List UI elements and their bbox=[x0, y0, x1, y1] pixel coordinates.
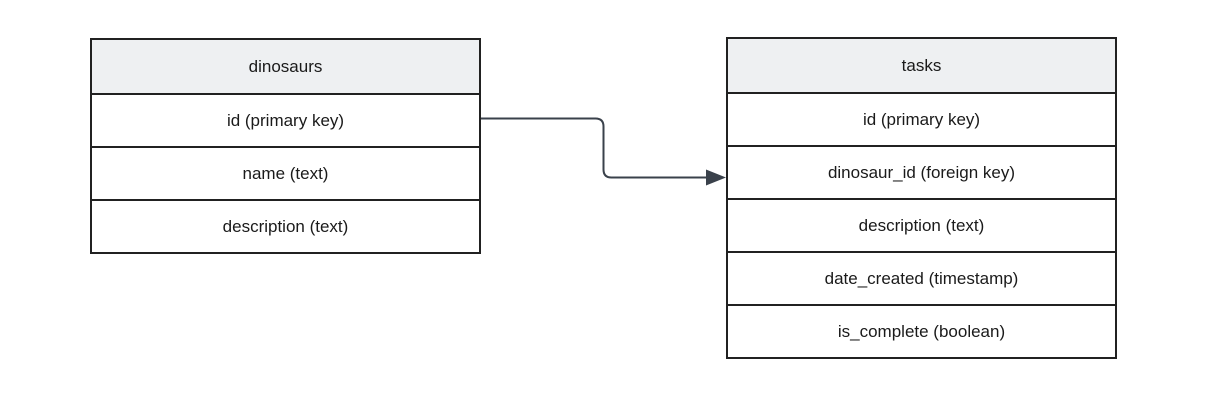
arrowhead-icon bbox=[706, 169, 726, 186]
table-dinosaurs-title[interactable]: dinosaurs bbox=[92, 40, 479, 93]
table-dinosaurs-row-description[interactable]: description (text) bbox=[92, 199, 479, 252]
connector-line[interactable] bbox=[481, 117, 707, 179]
table-tasks-row-description[interactable]: description (text) bbox=[728, 198, 1115, 251]
table-dinosaurs-row-id[interactable]: id (primary key) bbox=[92, 93, 479, 146]
table-dinosaurs[interactable]: dinosaurs id (primary key) name (text) d… bbox=[90, 38, 481, 254]
table-tasks-row-date-created[interactable]: date_created (timestamp) bbox=[728, 251, 1115, 304]
table-tasks[interactable]: tasks id (primary key) dinosaur_id (fore… bbox=[726, 37, 1117, 359]
table-tasks-row-id[interactable]: id (primary key) bbox=[728, 92, 1115, 145]
table-tasks-title[interactable]: tasks bbox=[728, 39, 1115, 92]
table-tasks-row-dinosaur-id[interactable]: dinosaur_id (foreign key) bbox=[728, 145, 1115, 198]
table-tasks-row-is-complete[interactable]: is_complete (boolean) bbox=[728, 304, 1115, 357]
table-dinosaurs-row-name[interactable]: name (text) bbox=[92, 146, 479, 199]
